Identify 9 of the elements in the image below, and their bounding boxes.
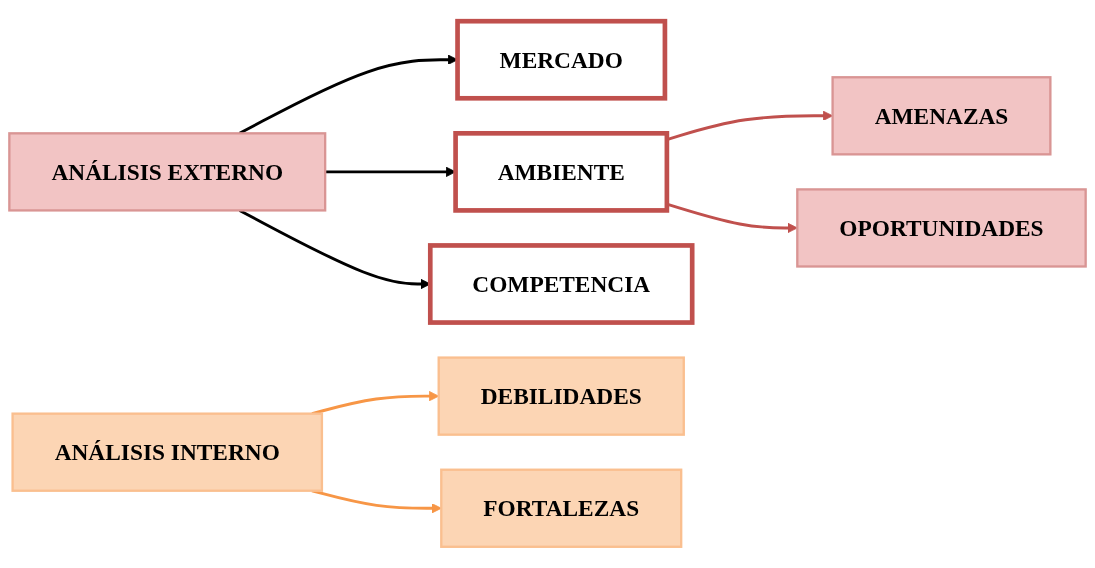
node-box: ANÁLISIS EXTERNO [8,132,327,212]
node-box: OPORTUNIDADES [796,188,1087,268]
node-box: AMBIENTE [453,131,670,213]
node-box: DEBILIDADES [437,356,685,436]
node-box: ANÁLISIS INTERNO [11,412,324,492]
node-box: AMENAZAS [831,76,1052,156]
node-box: MERCADO [455,18,668,101]
node-box: COMPETENCIA [427,243,695,325]
node-box: FORTALEZAS [440,468,683,548]
